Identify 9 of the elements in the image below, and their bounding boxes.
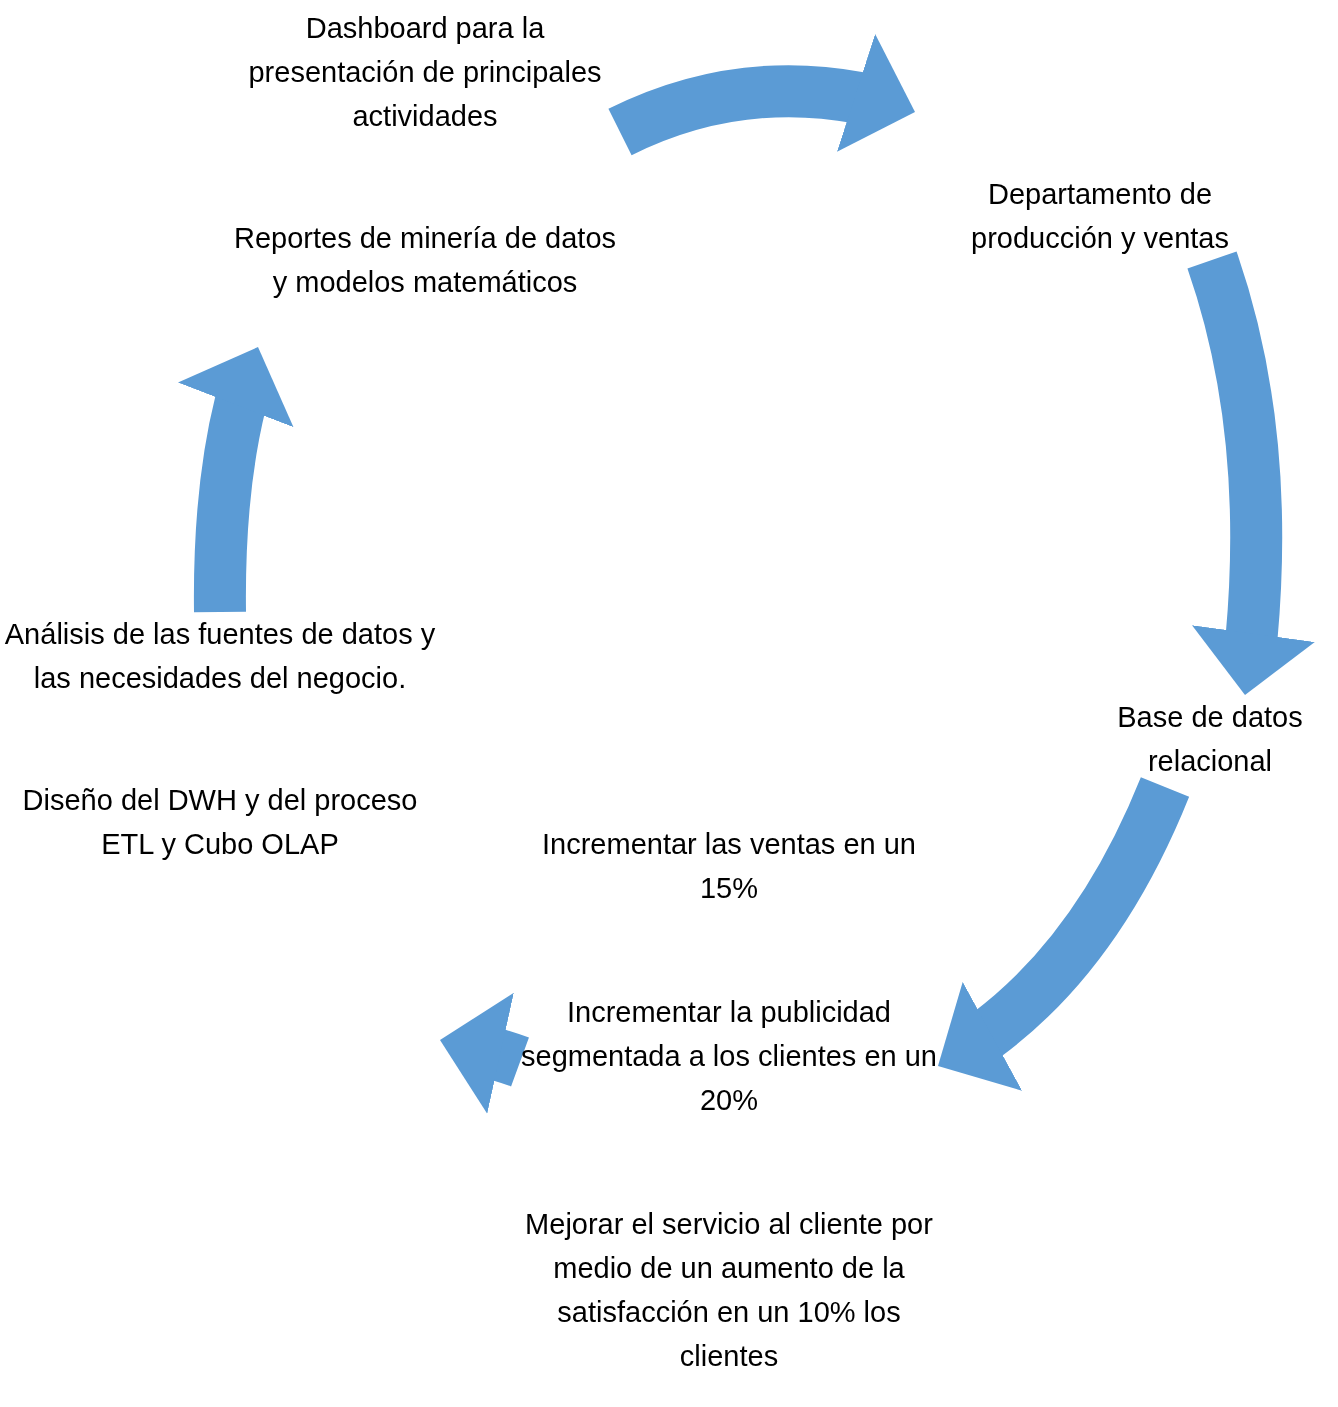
step-text: Mejorar el servicio al cliente por medio de un aumento de la satisfacción en un 10% los clientes xyxy=(524,1207,934,1374)
step-text: Diseño del DWH y del proceso ETL y Cubo OLAP xyxy=(21,783,419,862)
step-text: Departamento de producción y ventas xyxy=(970,177,1230,256)
step-text: Incrementar las ventas en un 15% xyxy=(541,827,917,906)
step-text: Reportes de minería de datos y modelos matemáticos xyxy=(232,221,618,300)
step-text: Análisis de las fuentes de datos y las necesidades del negocio. xyxy=(3,617,437,696)
step-text: Incrementar la publicidad segmentada a los clientes en un 20% xyxy=(520,995,938,1118)
step-text: Dashboard para la presentación de principales actividades xyxy=(247,11,603,134)
step-text: Base de datos relacional xyxy=(1116,700,1304,779)
